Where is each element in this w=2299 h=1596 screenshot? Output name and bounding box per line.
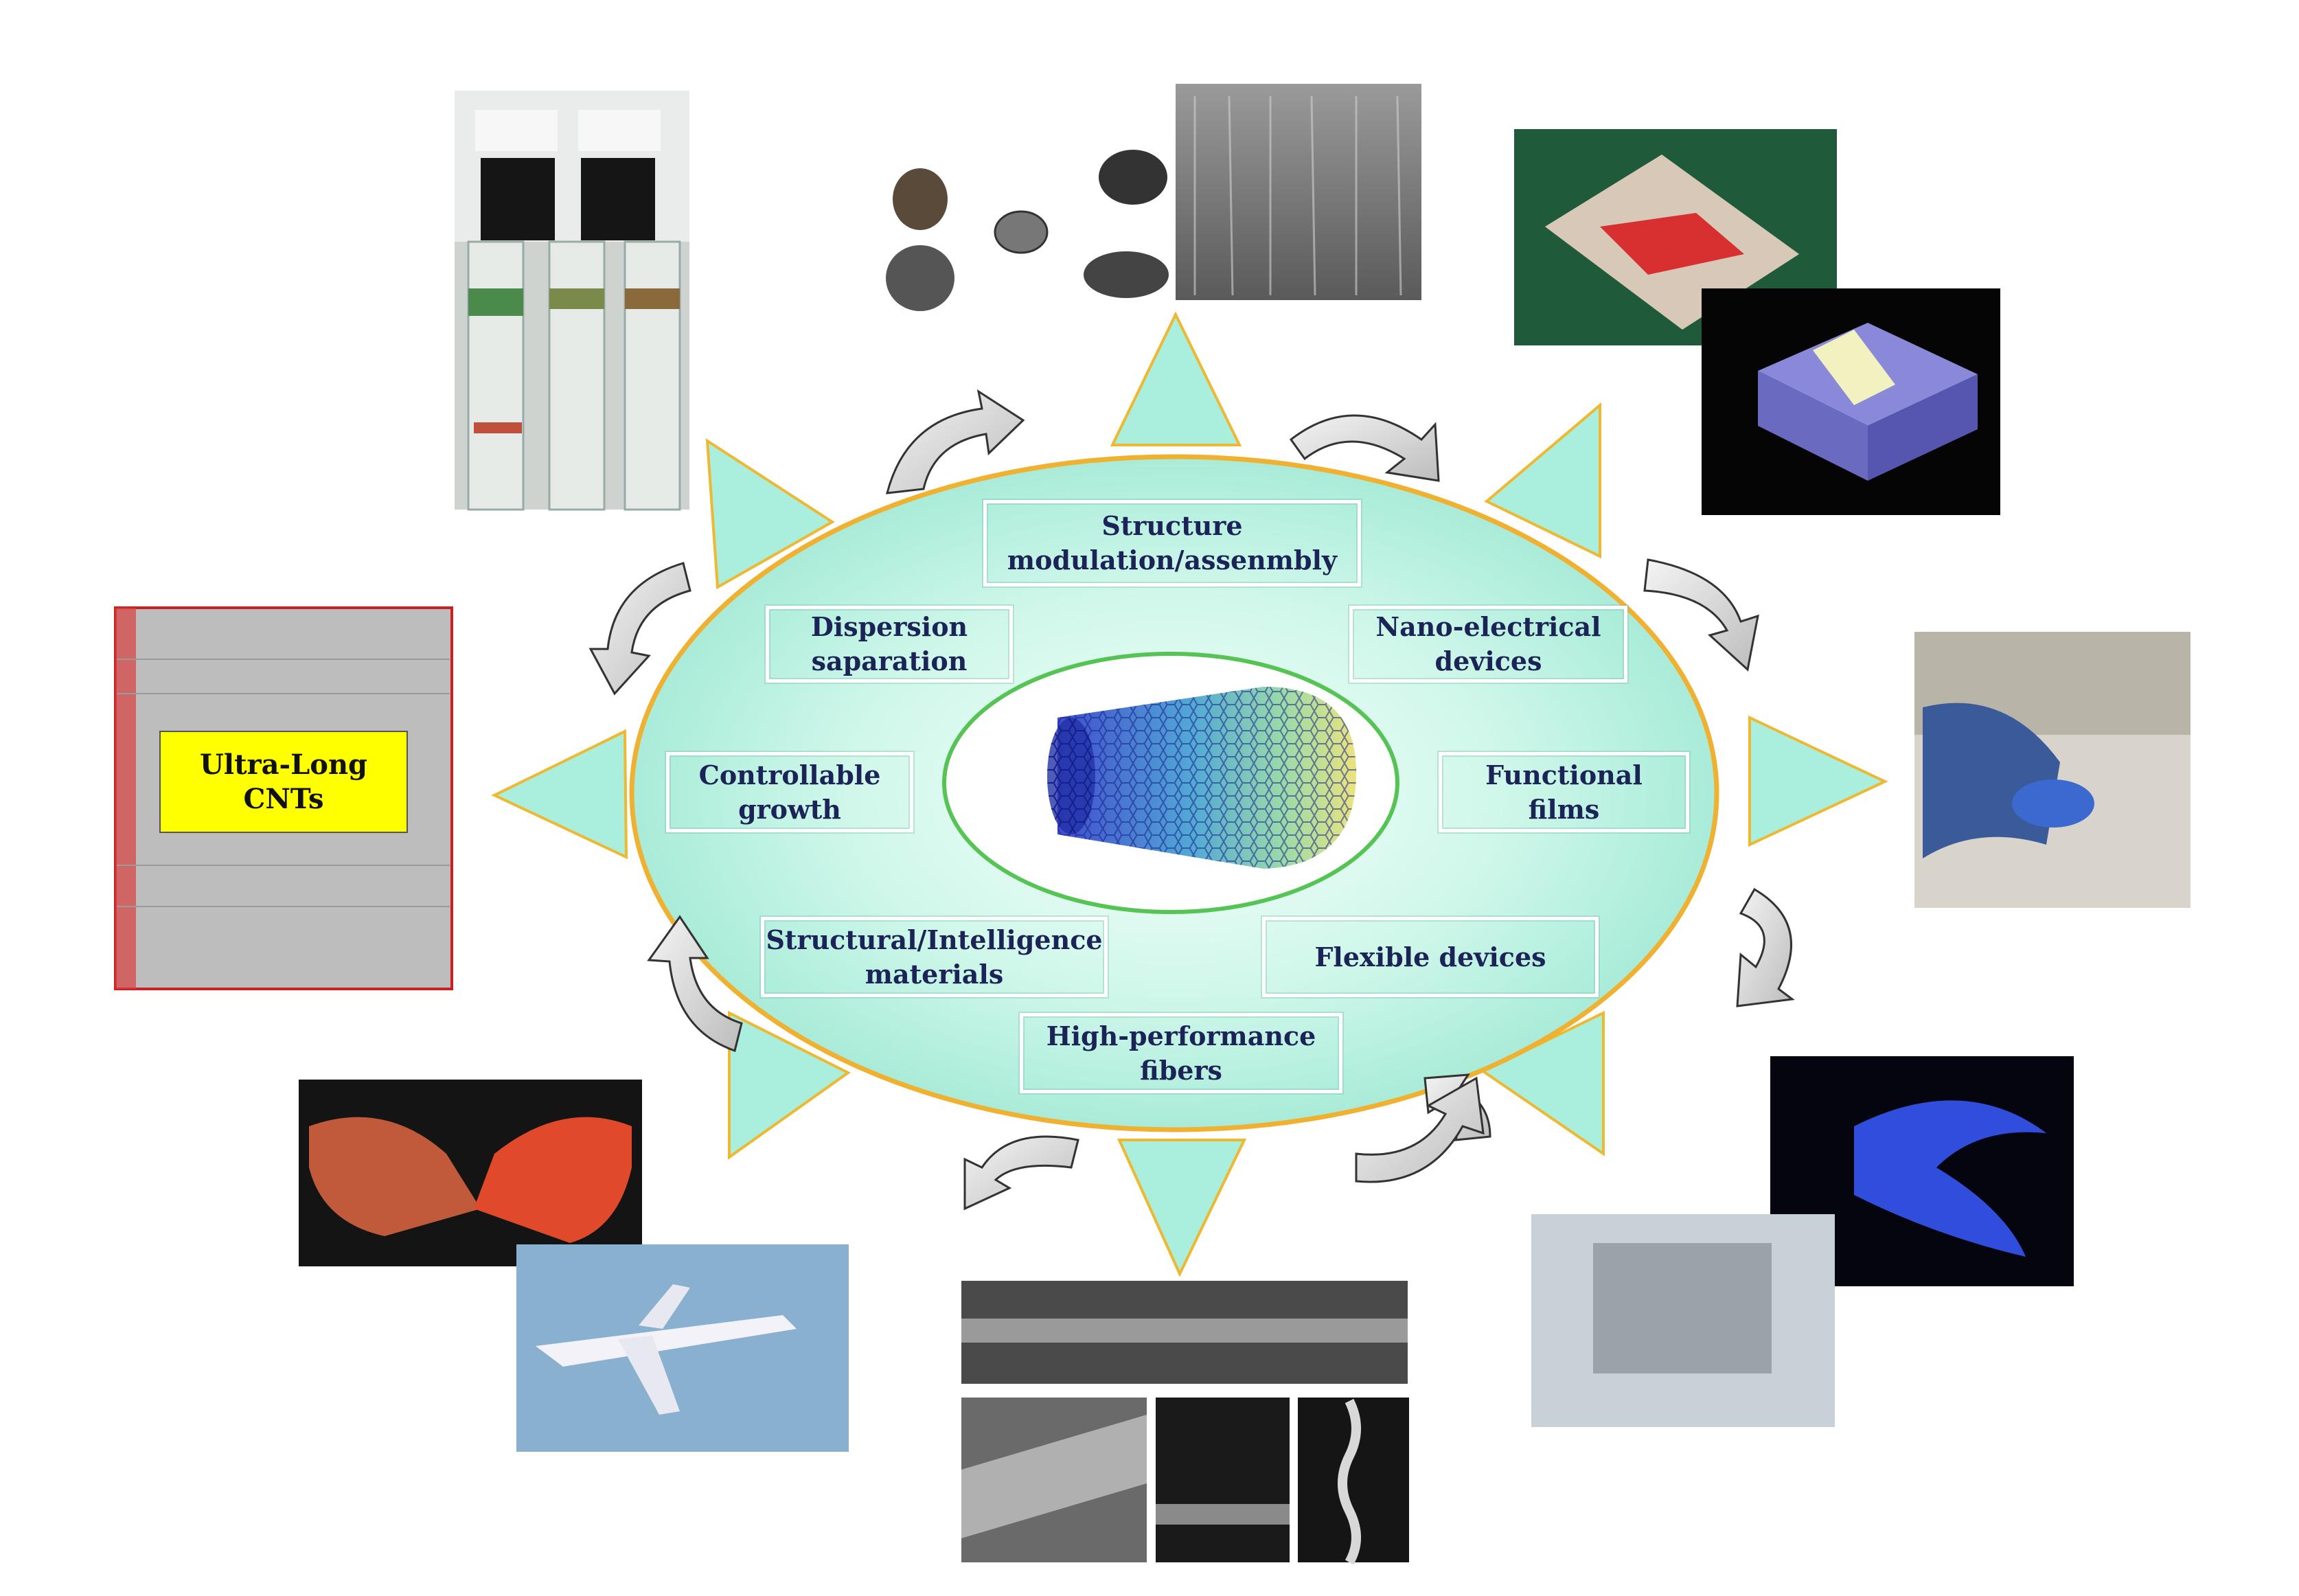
label-controllable-growth: Controllable growth (666, 752, 913, 832)
label-structural-intelligence-materials: Structural/Intelligence materials (761, 917, 1108, 997)
photo-flexible-film (1914, 632, 2191, 908)
photo-fiber-sem (961, 1281, 1409, 1565)
label-dispersion-separation: Dispersion saparation (766, 606, 1013, 683)
label-flexible-devices: Flexible devices (1262, 917, 1599, 997)
curved-arrow-3 (1643, 558, 1759, 672)
ray-triangle-bottom (1117, 1139, 1247, 1277)
curved-arrow-7 (963, 1135, 1079, 1211)
curved-arrow-1 (885, 389, 1025, 494)
curved-arrow-9 (588, 562, 691, 696)
label-line: modulation/assenmbly (1007, 545, 1338, 575)
label-line: devices (1434, 646, 1542, 676)
label-line: Nano-electrical (1375, 611, 1601, 642)
label-line: materials (865, 958, 1004, 990)
label-line: Structural/Intelligence (766, 924, 1103, 955)
curved-arrow-8 (647, 915, 743, 1052)
ray-triangle-top (1110, 311, 1242, 446)
label-line: films (1528, 793, 1600, 825)
label-line: fibers (1140, 1054, 1222, 1086)
photo-luminescent-devices (1531, 1056, 2074, 1427)
ultra-long-cnts-tag: Ultra-Long CNTs (159, 731, 408, 833)
cycle-arrows (588, 389, 1795, 1211)
curved-arrow-6 (1355, 1076, 1485, 1183)
label-functional-films: Functional films (1439, 752, 1689, 832)
label-line: growth (738, 793, 841, 825)
label-line: Ultra-Long (199, 748, 367, 781)
label-line: CNTs (243, 782, 324, 815)
ray-triangle-top-right (1484, 402, 1601, 559)
label-line: Controllable (698, 759, 881, 790)
label-line: Structure (1101, 510, 1243, 541)
label-structure-modulation: Structure modulation/assenmbly (983, 500, 1361, 586)
label-nano-electrical-devices: Nano-electrical devices (1349, 606, 1627, 683)
label-line: saparation (811, 646, 968, 676)
nanotube-illustration (1047, 687, 1356, 869)
label-high-performance-fibers: High-performance fibers (1020, 1013, 1342, 1093)
ray-triangle-right (1748, 715, 1888, 847)
ray-triangle-bottom-left (728, 1010, 851, 1160)
curved-arrow-2 (1289, 414, 1440, 482)
photo-vials (455, 91, 689, 511)
photo-arm-wrestling-airplane (299, 1080, 849, 1452)
curved-arrow-4 (1736, 887, 1795, 1007)
photo-circuit-devices (1514, 129, 2000, 515)
label-line: Functional (1485, 759, 1643, 790)
label-line: Dispersion (810, 611, 968, 642)
label-line: High-performance (1046, 1020, 1316, 1051)
ray-triangle-top-left (705, 438, 835, 590)
label-line: Flexible devices (1314, 941, 1546, 972)
photo-insects-sem (886, 84, 1421, 311)
ray-triangle-left (491, 729, 628, 860)
